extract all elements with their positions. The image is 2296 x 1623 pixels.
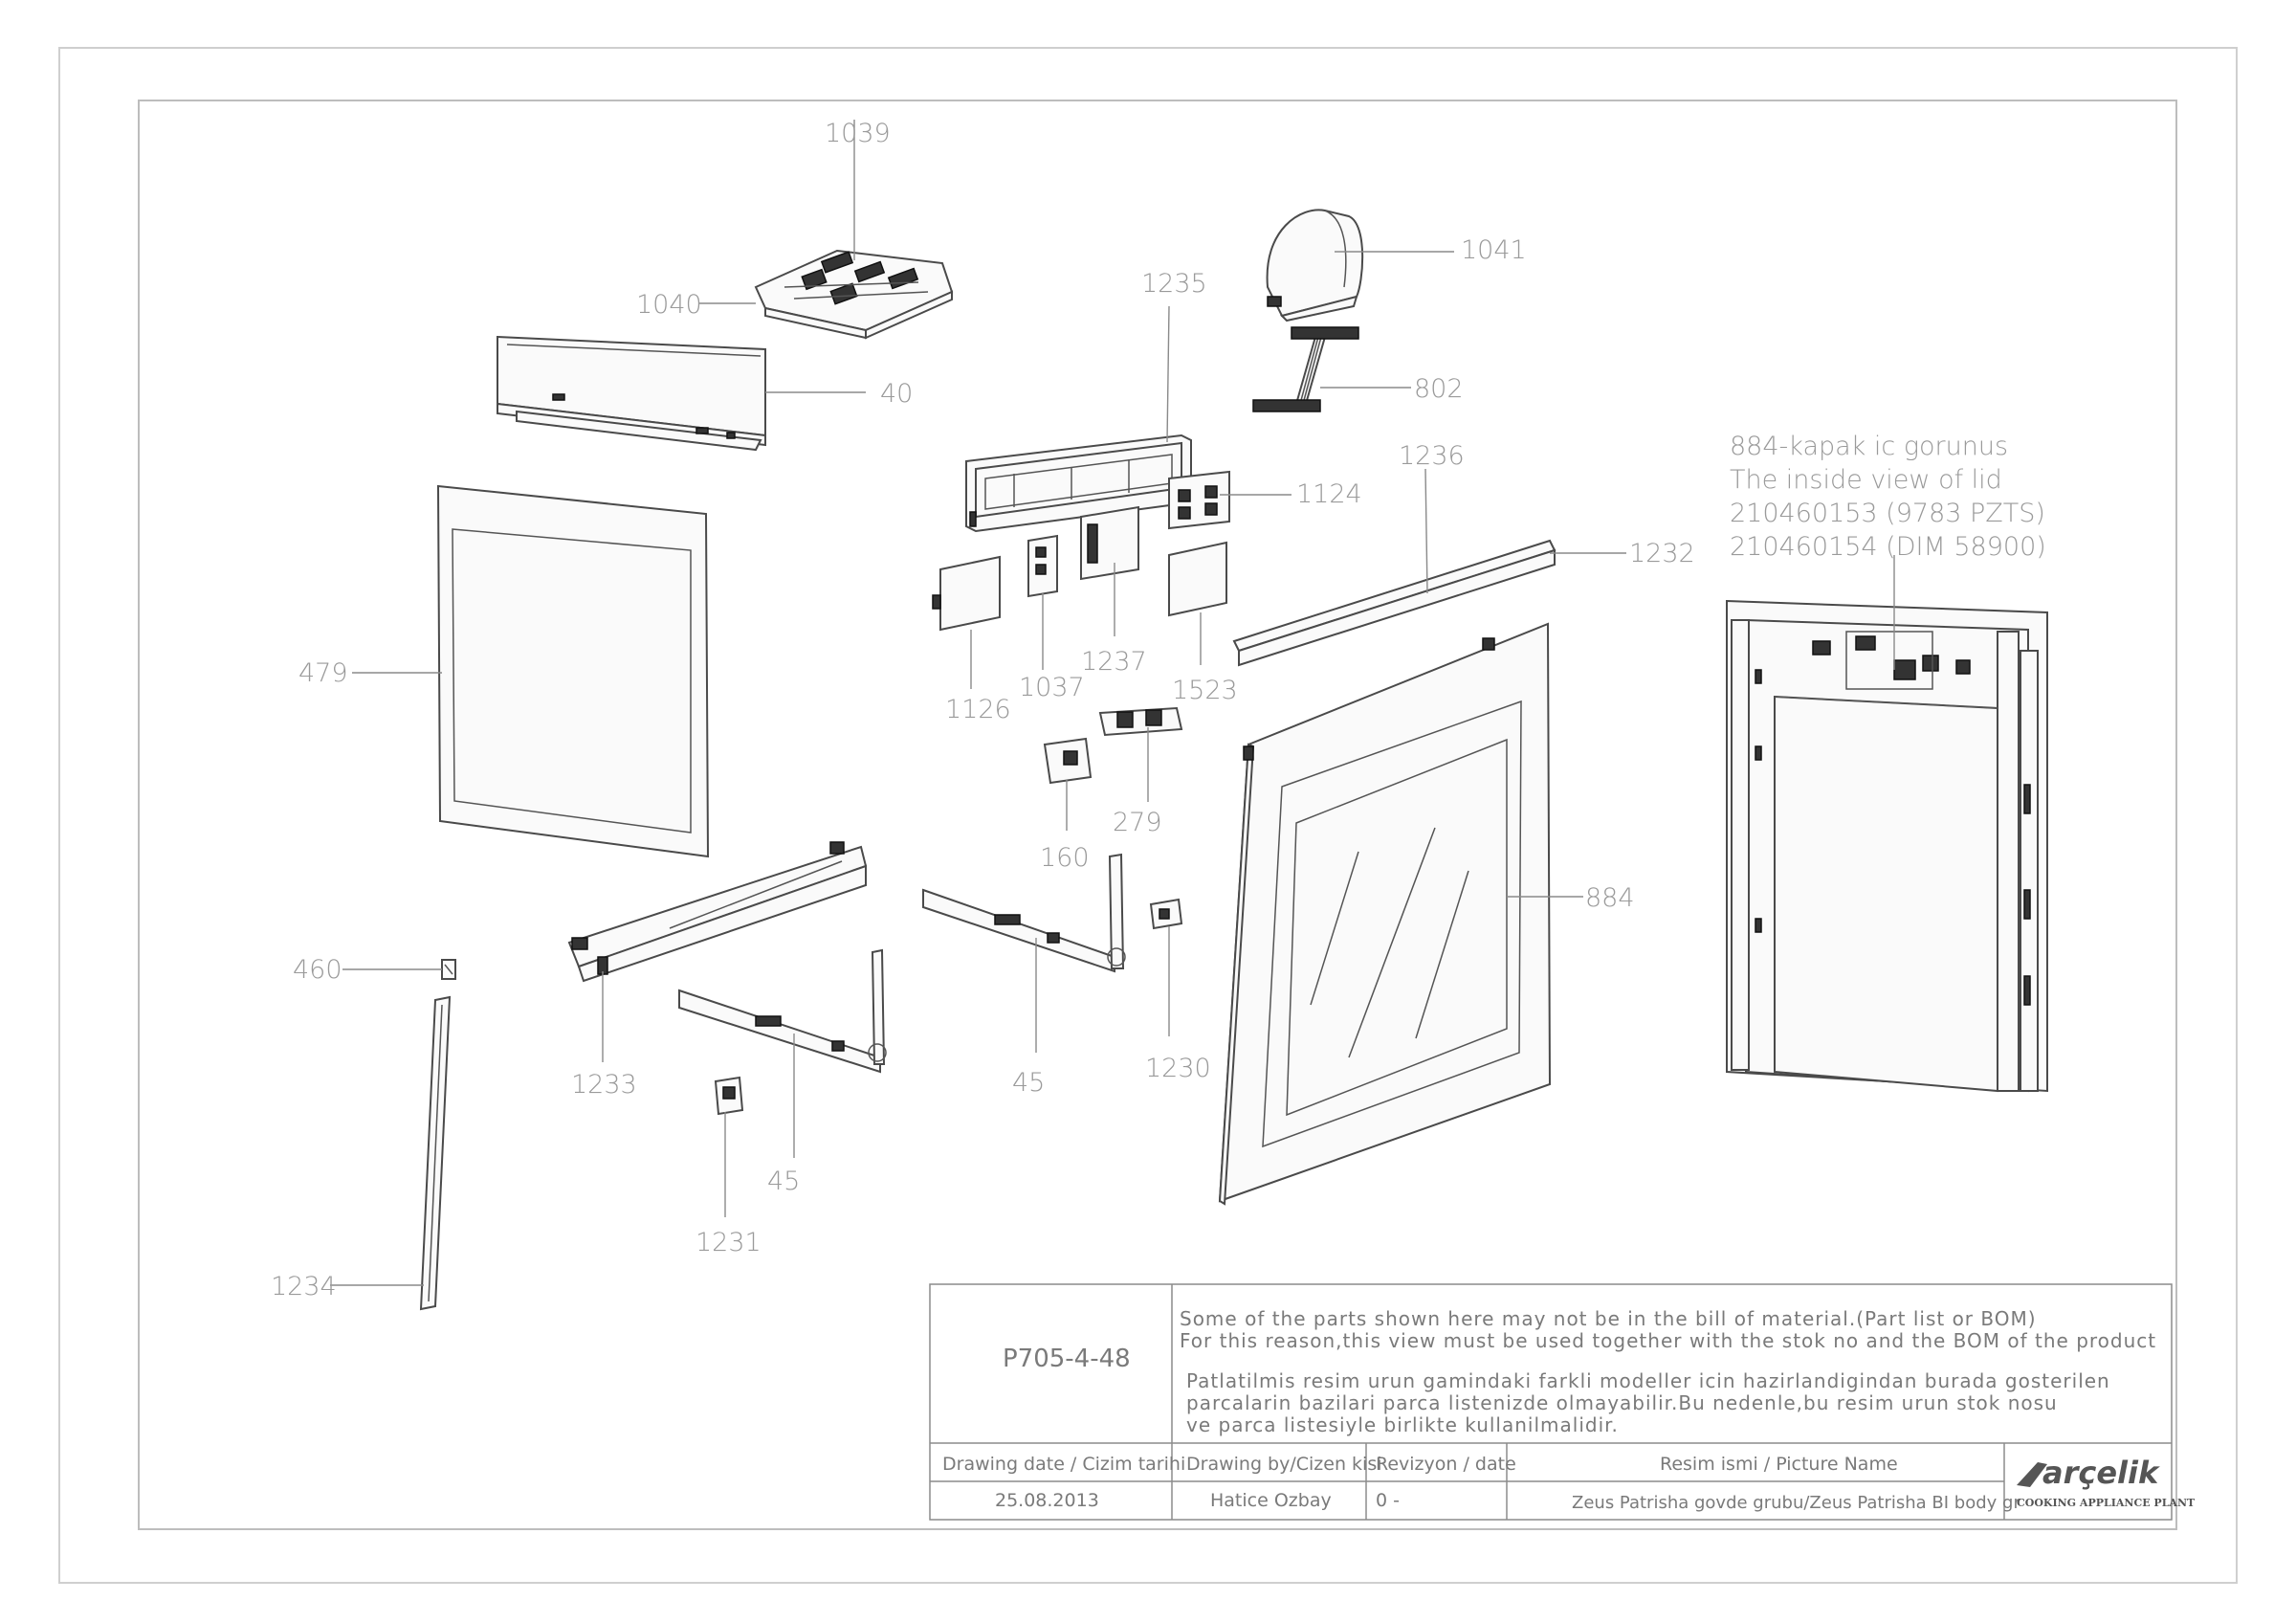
part-control-board <box>754 249 954 340</box>
label-1235: 1235 <box>1141 269 1207 299</box>
inside-view-note-line-1: 884-kapak ic gorunus <box>1730 432 2008 461</box>
part-lid-inside-view <box>1726 599 2048 1093</box>
note-en-line-1: Some of the parts shown here may not be … <box>1180 1307 2037 1330</box>
value-drawing-date: 25.08.2013 <box>995 1490 1099 1511</box>
label-1040: 1040 <box>636 290 702 320</box>
part-flat-cable <box>1252 326 1359 412</box>
label-160: 160 <box>1040 843 1090 873</box>
label-1230: 1230 <box>1145 1054 1211 1083</box>
inner-frame <box>138 100 2177 1530</box>
brand-plant: COOKING APPLIANCE PLANT <box>2017 1497 2196 1509</box>
label-1233: 1233 <box>571 1070 637 1100</box>
label-1126: 1126 <box>945 695 1011 724</box>
label-1039: 1039 <box>825 119 891 148</box>
label-479: 479 <box>298 658 348 688</box>
inside-view-note-line-4: 210460154 (DIM 58900) <box>1730 532 2046 562</box>
part-board-1126 <box>932 555 1001 632</box>
label-884: 884 <box>1585 883 1635 913</box>
part-hinge-45-a <box>922 853 1126 973</box>
label-40: 40 <box>880 379 913 409</box>
label-1234: 1234 <box>271 1272 337 1301</box>
note-tr-line-1: Patlatilmis resim urun gamindaki farkli … <box>1186 1369 2110 1392</box>
drawing-number: P705-4-48 <box>1003 1345 1131 1373</box>
label-279: 279 <box>1113 808 1162 837</box>
part-connector-board <box>1168 470 1230 530</box>
part-profile-1234 <box>419 995 452 1311</box>
note-en-line-2: For this reason,this view must be used t… <box>1180 1329 2156 1352</box>
part-rail-1233 <box>567 841 868 983</box>
part-board-1237 <box>1080 505 1139 581</box>
header-drawing-by: Drawing by/Cizen kisi <box>1186 1454 1382 1475</box>
note-tr-line-3: ve parca listesiyle birlikte kullanilmal… <box>1186 1413 1619 1436</box>
part-clip-460 <box>441 959 456 980</box>
label-1037: 1037 <box>1019 673 1085 702</box>
brand-swoosh-icon <box>2017 1462 2047 1487</box>
brand-name: arçelik <box>2042 1455 2160 1491</box>
label-1124: 1124 <box>1296 479 1362 509</box>
label-802: 802 <box>1414 374 1464 404</box>
label-1237: 1237 <box>1081 647 1147 677</box>
label-1232: 1232 <box>1629 539 1695 568</box>
part-switch-279 <box>1098 706 1183 737</box>
value-picture-name: Zeus Patrisha govde grubu/Zeus Patrisha … <box>1572 1493 2020 1513</box>
title-block <box>929 1283 2173 1521</box>
label-460: 460 <box>293 955 342 985</box>
part-control-panel <box>497 335 766 452</box>
label-1041: 1041 <box>1461 235 1527 265</box>
header-revision: Revizyon / date <box>1376 1454 1516 1475</box>
part-door-884 <box>1218 622 1552 1206</box>
header-picture-name: Resim ismi / Picture Name <box>1660 1454 1898 1475</box>
value-revision: 0 - <box>1376 1490 1400 1511</box>
value-drawing-by: Hatice Ozbay <box>1210 1490 1332 1511</box>
brand-logo: arçelik COOKING APPLIANCE PLANT <box>2017 1455 2196 1509</box>
label-1231: 1231 <box>695 1228 762 1257</box>
part-hinge-45-b <box>678 948 887 1074</box>
part-block-1231 <box>714 1076 744 1116</box>
label-45-a: 45 <box>1012 1068 1045 1098</box>
part-board-1523 <box>1168 541 1227 617</box>
header-drawing-date: Drawing date / Cizim tarihi <box>942 1454 1185 1475</box>
note-tr-line-2: parcalarin bazilari parca listenizde olm… <box>1186 1391 2058 1414</box>
inside-view-note-line-2: The inside view of lid <box>1730 465 2002 495</box>
label-1236: 1236 <box>1399 441 1465 471</box>
label-45-b: 45 <box>767 1167 800 1196</box>
part-inner-glass-479 <box>436 484 710 858</box>
label-1523: 1523 <box>1172 676 1238 705</box>
inside-view-note-line-3: 210460153 (9783 PZTS) <box>1730 499 2045 528</box>
part-fan-cover <box>1266 209 1364 322</box>
part-seal-1236 <box>1232 539 1556 667</box>
part-board-1037 <box>1027 534 1058 598</box>
part-lock-160 <box>1043 737 1093 785</box>
outer-frame <box>58 47 2238 1584</box>
part-inner-frame <box>965 434 1192 533</box>
part-block-1230 <box>1149 898 1183 930</box>
